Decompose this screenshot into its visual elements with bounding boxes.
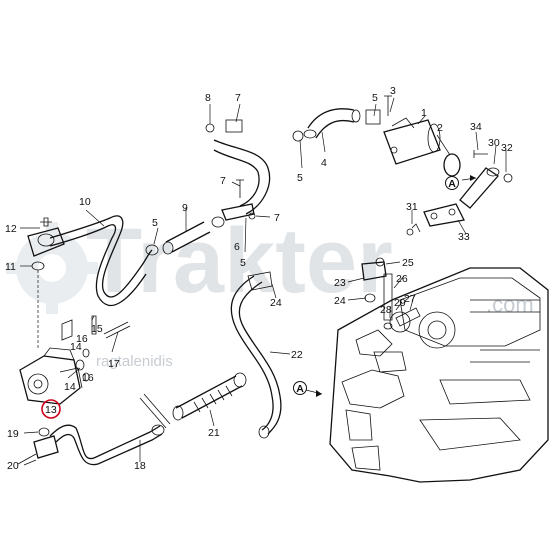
section-marker-a-bottom: A (293, 381, 307, 395)
callout-5-top: 5 (372, 92, 378, 104)
callout-3: 3 (390, 85, 396, 97)
callout-19: 19 (7, 428, 19, 440)
callout-7-top: 7 (235, 92, 241, 104)
callout-11: 11 (5, 261, 16, 273)
pipe-10 (49, 215, 153, 307)
callout-5-left: 5 (297, 172, 303, 184)
callout-14-a: 14 (64, 381, 76, 393)
svg-text:A: A (448, 178, 456, 190)
highlight-ring (41, 399, 61, 419)
watermark: Trakter .com ragtalenidis (6, 210, 534, 370)
callout-20: 20 (7, 460, 19, 472)
callout-16-a: 16 (76, 333, 88, 345)
callout-2: 2 (437, 122, 443, 134)
callout-27: 27 (404, 293, 416, 305)
callout-5-mid: 5 (152, 217, 158, 229)
hose-21 (172, 372, 247, 421)
callout-31: 31 (406, 201, 418, 213)
engine-block (329, 267, 549, 483)
watermark-brand: Trakter (86, 210, 393, 312)
pipe-18 (49, 393, 171, 466)
leader-lines (20, 97, 507, 466)
callout-1: 1 (421, 107, 427, 119)
callout-25: 25 (402, 257, 414, 269)
callout-28: 28 (380, 304, 392, 316)
pump-assembly (17, 217, 131, 465)
callout-29: 29 (394, 297, 406, 309)
callout-22: 22 (291, 349, 303, 361)
callout-15: 15 (91, 323, 103, 335)
callout-24-right: 24 (334, 295, 346, 307)
callout-7-right: 7 (274, 212, 280, 224)
callout-23: 23 (334, 277, 346, 289)
pipe-22 (230, 271, 282, 439)
callout-14-b: 14 (70, 341, 82, 353)
callout-12: 12 (5, 223, 17, 235)
callout-13: 13 (45, 404, 57, 416)
callout-30: 30 (488, 137, 500, 149)
callout-21: 21 (208, 427, 220, 439)
callout-7-mid: 7 (220, 175, 226, 187)
callout-6: 6 (234, 241, 240, 253)
callout-8: 8 (205, 92, 211, 104)
callout-26: 26 (396, 273, 408, 285)
callout-9: 9 (182, 202, 188, 214)
callout-16-b: 16 (82, 372, 94, 384)
callout-33: 33 (458, 231, 470, 243)
gear-icon (6, 222, 98, 314)
callout-labels: 1 2 3 4 5 5 5 5 6 7 7 7 8 9 10 11 12 13 … (5, 85, 513, 472)
upper-hoses (292, 95, 513, 227)
callout-34: 34 (470, 121, 482, 133)
fittings (305, 223, 421, 397)
callout-5-lower: 5 (240, 257, 246, 269)
watermark-sub: ragtalenidis (96, 353, 173, 370)
middle-hoses (145, 119, 271, 256)
callout-17: 17 (108, 358, 120, 370)
callout-32: 32 (501, 142, 513, 154)
svg-text:A: A (296, 383, 304, 395)
callout-10: 10 (79, 196, 91, 208)
callout-4: 4 (321, 157, 327, 169)
callout-18: 18 (134, 460, 146, 472)
callout-24-left: 24 (270, 297, 282, 309)
section-marker-a-top: A (445, 176, 459, 190)
watermark-domain: .com (486, 292, 534, 317)
